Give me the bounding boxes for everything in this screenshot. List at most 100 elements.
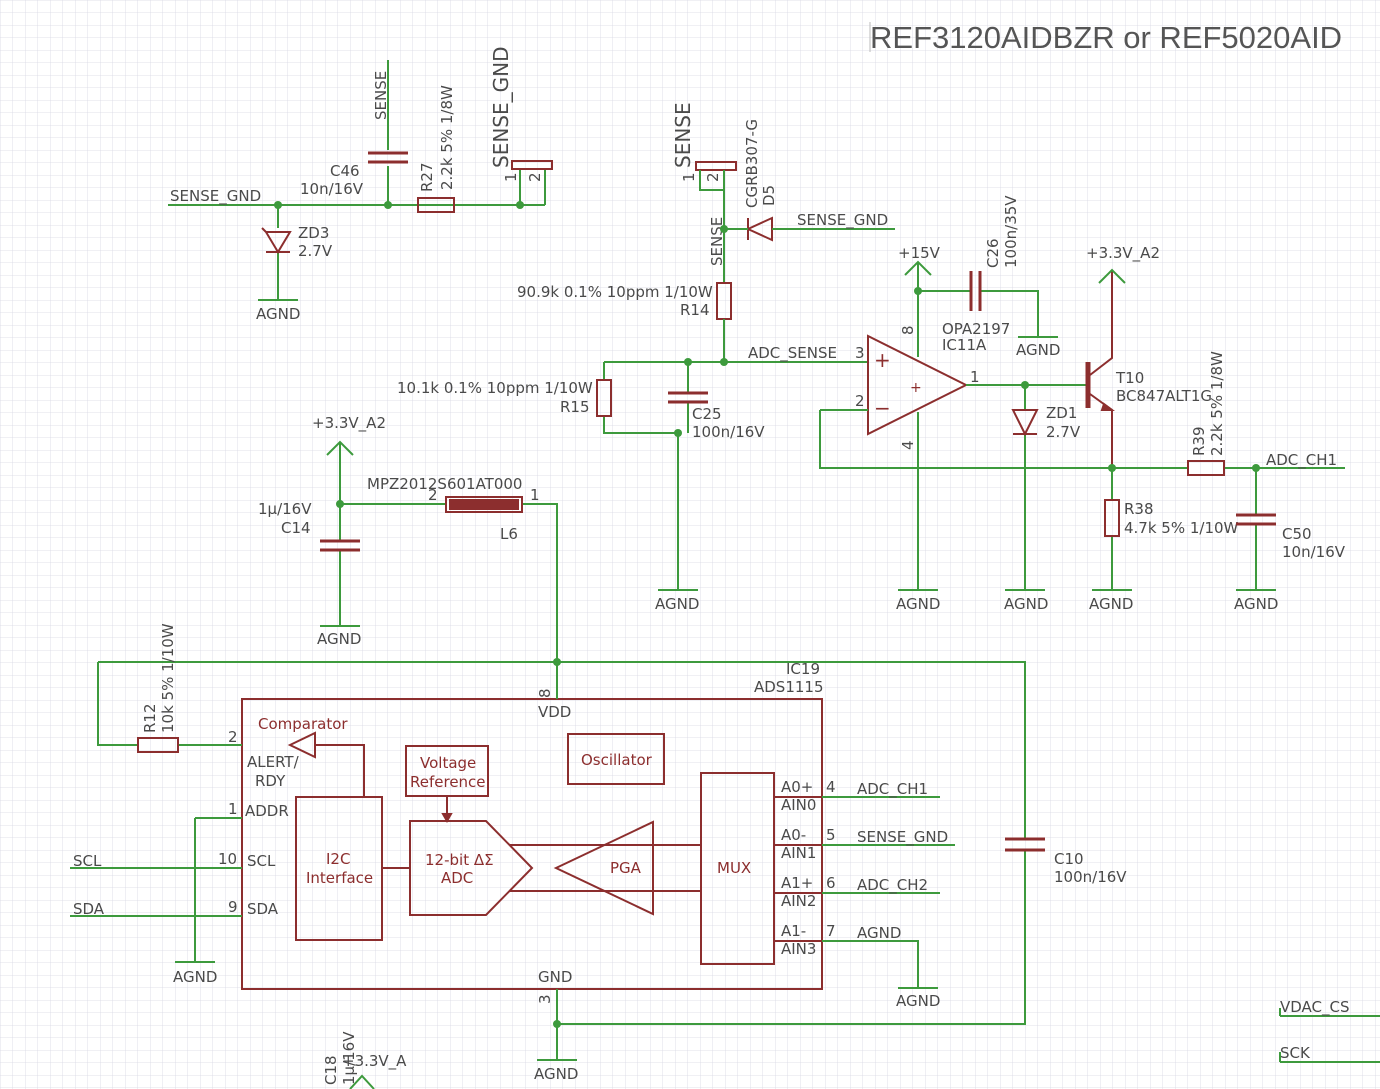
svg-text:2: 2	[228, 728, 238, 746]
comparator-label: Comparator	[258, 715, 348, 733]
r39-name: R39	[1190, 426, 1208, 456]
l6-name: L6	[500, 525, 518, 543]
scl-net: SCL	[73, 852, 102, 870]
agnd-opamp: AGND	[896, 595, 940, 613]
d5-name: D5	[760, 185, 778, 206]
r15-name: R15	[560, 398, 590, 416]
c25-name: C25	[692, 405, 722, 423]
vdd-label: VDD	[538, 703, 571, 721]
c14-value: 1µ/16V	[258, 500, 312, 518]
ic19-value: ADS1115	[754, 678, 824, 696]
r15-value: 10.1k 0.1% 10ppm 1/10W	[397, 379, 593, 397]
c25-value: 100n/16V	[692, 423, 765, 441]
addr-label: ADDR	[245, 802, 289, 820]
svg-text:−: −	[874, 396, 891, 420]
zd1-value: 2.7V	[1046, 423, 1081, 441]
r27-name: R27	[418, 162, 436, 192]
svg-text:8: 8	[899, 325, 917, 335]
svg-text:2: 2	[428, 486, 438, 504]
sense-gnd-input: C46 10n/16V SENSE R27 2.2k 5% 1/8W SENSE…	[168, 47, 553, 323]
adc-sense-net: ADC_SENSE	[748, 344, 837, 363]
svg-text:10: 10	[218, 850, 237, 868]
bottom-fragments: C18 1µ/16V +3.3V_A VDAC_CS SCK	[322, 998, 1380, 1089]
svg-text:6: 6	[826, 874, 836, 892]
a1m-label: A1-	[781, 922, 806, 940]
adc-label-2: ADC	[441, 869, 473, 887]
svg-text:1: 1	[970, 368, 980, 386]
agnd-c26: AGND	[1016, 341, 1060, 359]
agnd-c25: AGND	[655, 595, 699, 613]
p15v-label: +15V	[898, 244, 941, 262]
c50-value: 10n/16V	[1282, 543, 1346, 561]
t10-value: BC847ALT1G	[1116, 387, 1212, 405]
agnd-r38: AGND	[1089, 595, 1133, 613]
svg-text:1: 1	[228, 800, 238, 818]
opamp-ic11a: + − + 3 2 1 8 4 OPA2197 IC11A +15V C26 1…	[819, 195, 1112, 613]
i2c-label-1: I2C	[326, 850, 350, 868]
c46-name: C46	[330, 162, 360, 180]
svg-text:9: 9	[228, 898, 238, 916]
r14-value: 90.9k 0.1% 10ppm 1/10W	[517, 283, 713, 301]
p33v-a2-top: +3.3V_A2	[1086, 244, 1160, 263]
agnd-ic19: AGND	[534, 1065, 578, 1083]
c26-value: 100n/35V	[1002, 195, 1020, 268]
agnd-zd1: AGND	[1004, 595, 1048, 613]
sck-net: SCK	[1280, 1044, 1311, 1062]
svg-text:4: 4	[826, 778, 836, 796]
r27-value: 2.2k 5% 1/8W	[438, 85, 456, 190]
t10-name: T10	[1115, 369, 1144, 387]
svg-text:7: 7	[826, 922, 836, 940]
svg-text:+: +	[910, 380, 922, 396]
scl-pin-label: SCL	[247, 852, 276, 870]
agnd-c50: AGND	[1234, 595, 1278, 613]
ic19-name: IC19	[786, 660, 820, 678]
sense-divider: SENSE 1 2 SENSE CGRB307-G D5 SENSE_GND 9…	[517, 102, 895, 362]
sheet-title: REF3120AIDBZR or REF5020AID	[870, 20, 1342, 55]
sda-pin-label: SDA	[247, 900, 279, 918]
ain3-label: AIN3	[781, 940, 816, 958]
sense-net-rot: SENSE	[708, 217, 726, 266]
svg-text:5: 5	[826, 826, 836, 844]
adc-ch1-pin-net: ADC_CH1	[857, 780, 928, 799]
oscillator-label: Oscillator	[581, 751, 653, 769]
r38-name: R38	[1124, 500, 1154, 518]
sda-net: SDA	[73, 900, 105, 918]
svg-text:4: 4	[899, 440, 917, 450]
output-stage: ZD1 2.7V AGND T10 BC847ALT1G +3.3V_A2 R3…	[966, 244, 1346, 613]
svg-text:1: 1	[530, 486, 540, 504]
c46-value: 10n/16V	[300, 180, 364, 198]
c10-value: 100n/16V	[1054, 868, 1127, 886]
rdy-label: RDY	[255, 772, 286, 790]
vdac-cs-net: VDAC_CS	[1280, 998, 1350, 1017]
sense-conn-label: SENSE	[671, 102, 695, 168]
a1p-label: A1+	[781, 874, 813, 892]
sense-gnd-net-2: SENSE_GND	[797, 211, 888, 230]
r12-value: 10k 5% 1/10W	[159, 623, 177, 733]
a0p-label: A0+	[781, 778, 813, 796]
l6-value: MPZ2012S601AT000	[367, 475, 522, 493]
mux-label: MUX	[717, 859, 751, 877]
c10-name: C10	[1054, 850, 1084, 868]
sense-label-rot: SENSE	[372, 71, 390, 120]
i2c-label-2: Interface	[306, 869, 373, 887]
agnd-ain3: AGND	[896, 992, 940, 1010]
svg-text:1: 1	[680, 172, 698, 182]
c26-name: C26	[984, 238, 1002, 268]
a0m-label: A0-	[781, 826, 806, 844]
c50-name: C50	[1282, 525, 1312, 543]
r39-value: 2.2k 5% 1/8W	[1208, 351, 1226, 456]
adc-sense-node: ADC_SENSE 10.1k 0.1% 10ppm 1/10W R15 C25…	[397, 344, 868, 613]
svg-text:3: 3	[855, 344, 865, 362]
svg-text:2: 2	[526, 172, 544, 182]
sense-gnd-conn-label: SENSE_GND	[489, 47, 513, 168]
c18-name: C18	[322, 1055, 340, 1085]
adc-ch1-net: ADC_CH1	[1266, 451, 1337, 470]
vref-label-2: Reference	[410, 773, 486, 791]
ain2-label: AIN2	[781, 892, 816, 910]
zd1-name: ZD1	[1046, 404, 1077, 422]
c18-value: 1µ/16V	[340, 1031, 358, 1085]
opamp-name: IC11A	[942, 336, 987, 354]
supply-filter: +3.3V_A2 1µ/16V C14 AGND 2 1 MPZ2012S601…	[258, 414, 558, 662]
